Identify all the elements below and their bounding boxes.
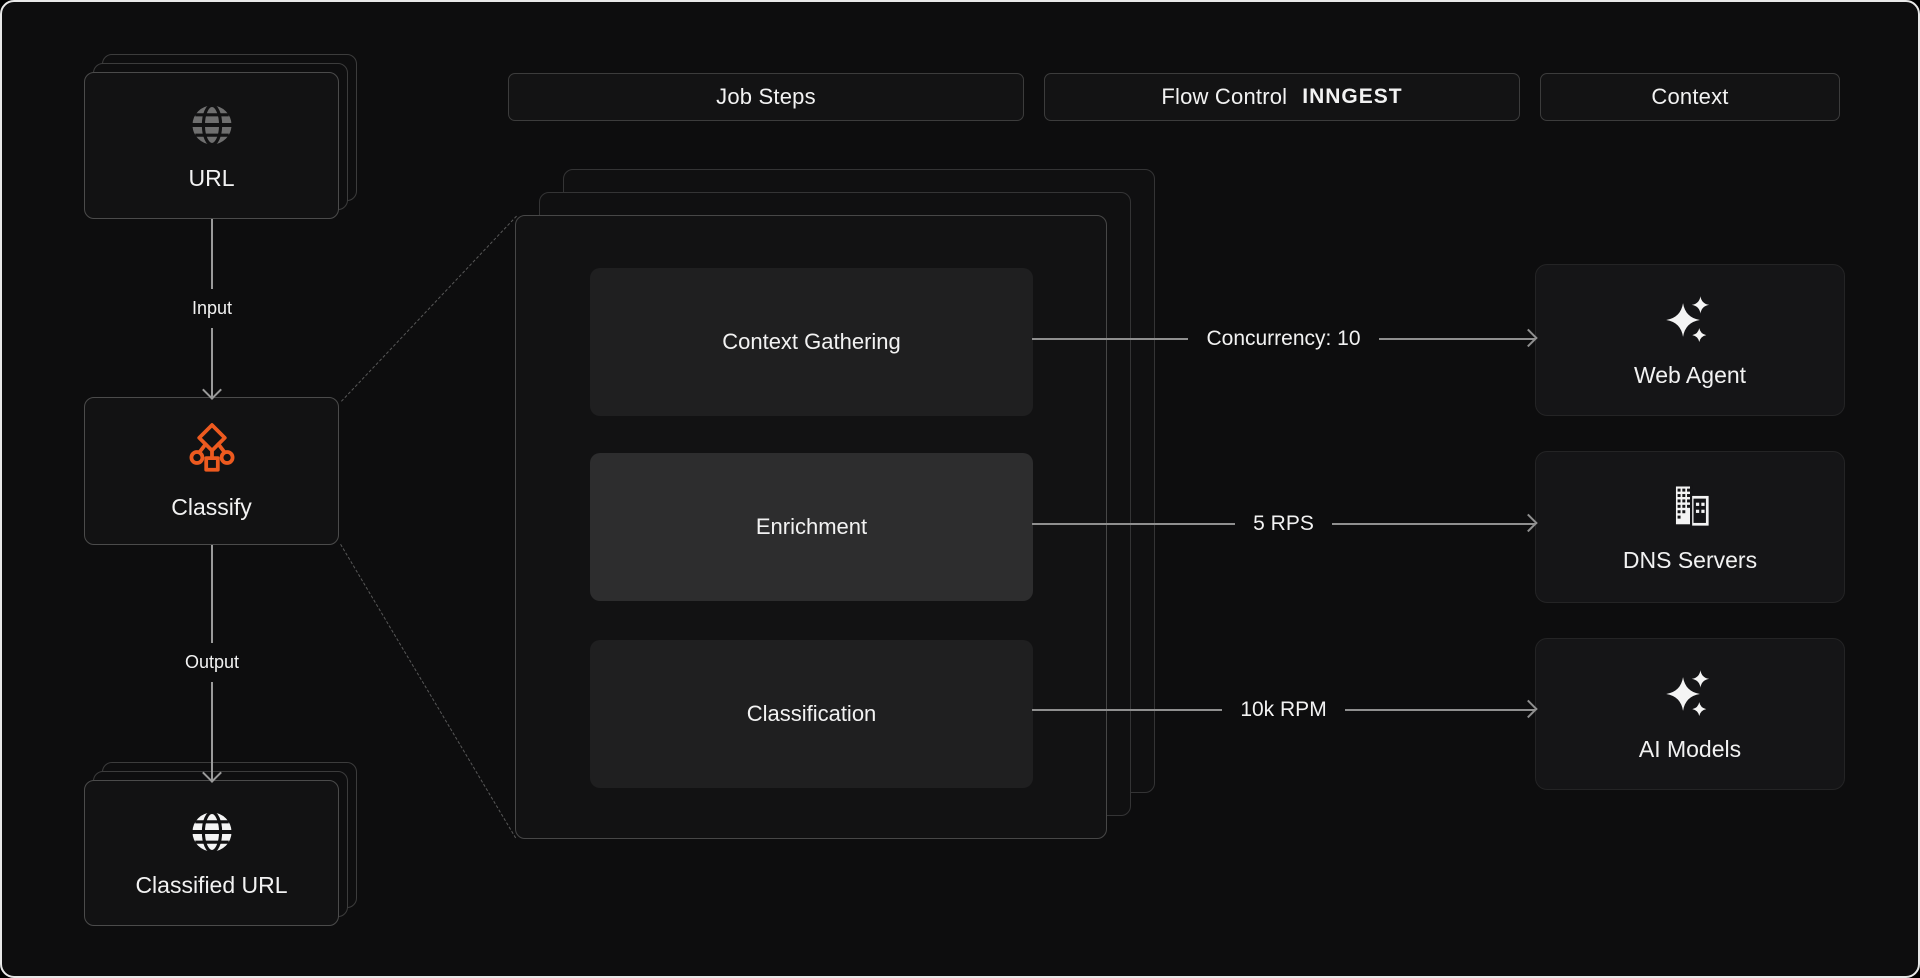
ai-models-label: AI Models — [1638, 736, 1742, 762]
classify-card-label: Classify — [171, 494, 252, 520]
input-connector: Input — [147, 219, 277, 400]
step-label: Classification — [746, 701, 877, 726]
step-context-gathering: Context Gathering — [590, 268, 1033, 416]
step-classification: Classification — [590, 640, 1033, 788]
flow-arrow-rpm: 10k RPM — [1032, 692, 1538, 728]
header-job-steps: Job Steps — [508, 73, 1024, 121]
globe-icon — [187, 100, 237, 150]
output-connector: Output — [147, 545, 277, 783]
dns-servers-label: DNS Servers — [1622, 547, 1758, 573]
url-card-stack: URL — [84, 54, 357, 219]
output-connector-label: Output — [184, 652, 240, 672]
arrowhead-down-icon — [202, 763, 222, 783]
web-agent-label: Web Agent — [1633, 362, 1747, 388]
job-steps-panel: Context Gathering Enrichment Classificat… — [515, 215, 1107, 839]
web-agent-card: Web Agent — [1535, 264, 1845, 416]
expansion-dashed-line-bottom — [340, 544, 517, 839]
connector-line — [211, 219, 213, 289]
ai-models-card: AI Models — [1535, 638, 1845, 790]
header-flow-control: Flow Control INNGEST — [1044, 73, 1520, 121]
expansion-dashed-line-top — [341, 215, 517, 402]
arrowhead-down-icon — [202, 380, 222, 400]
flow-arrow-concurrency: Concurrency: 10 — [1032, 321, 1538, 357]
inngest-logo: INNGEST — [1302, 85, 1403, 108]
arrow-line — [1344, 699, 1538, 719]
sparkles-icon — [1661, 665, 1719, 723]
workflow-branch-icon — [181, 421, 243, 479]
classified-url-card: Classified URL — [84, 780, 339, 926]
url-card-label: URL — [188, 164, 235, 191]
flow-arrow-label: Concurrency: 10 — [1206, 327, 1361, 350]
flow-arrow-label: 10k RPM — [1240, 698, 1327, 721]
header-context: Context — [1540, 73, 1840, 121]
connector-line — [202, 327, 222, 400]
buildings-icon — [1663, 480, 1717, 534]
classified-url-card-stack: Classified URL — [84, 762, 357, 926]
input-connector-label: Input — [191, 297, 233, 318]
arrow-line — [1032, 709, 1223, 711]
dns-servers-card: DNS Servers — [1535, 451, 1845, 603]
arrowhead-right-icon — [1519, 328, 1538, 348]
step-label: Enrichment — [755, 514, 868, 539]
url-card: URL — [84, 72, 339, 219]
flow-arrow-rps: 5 RPS — [1032, 506, 1538, 542]
arrow-line — [1331, 513, 1538, 533]
arrowhead-right-icon — [1519, 513, 1538, 533]
arrow-line — [1378, 328, 1538, 348]
arrow-line — [1032, 338, 1189, 340]
flow-arrow-label: 5 RPS — [1253, 512, 1314, 535]
header-flow-control-label: Flow Control — [1161, 84, 1288, 109]
step-enrichment: Enrichment — [590, 453, 1033, 601]
connector-line — [211, 545, 213, 643]
globe-icon — [187, 807, 237, 857]
connector-line — [202, 682, 222, 783]
sparkles-icon — [1661, 291, 1719, 349]
classify-card: Classify — [84, 397, 339, 545]
header-job-steps-label: Job Steps — [716, 84, 816, 109]
header-context-label: Context — [1651, 84, 1729, 109]
arrow-line — [1032, 523, 1236, 525]
classify-card-wrap: Classify — [84, 397, 339, 545]
step-label: Context Gathering — [722, 329, 901, 354]
arrowhead-right-icon — [1519, 699, 1538, 719]
classified-url-card-label: Classified URL — [135, 872, 288, 898]
